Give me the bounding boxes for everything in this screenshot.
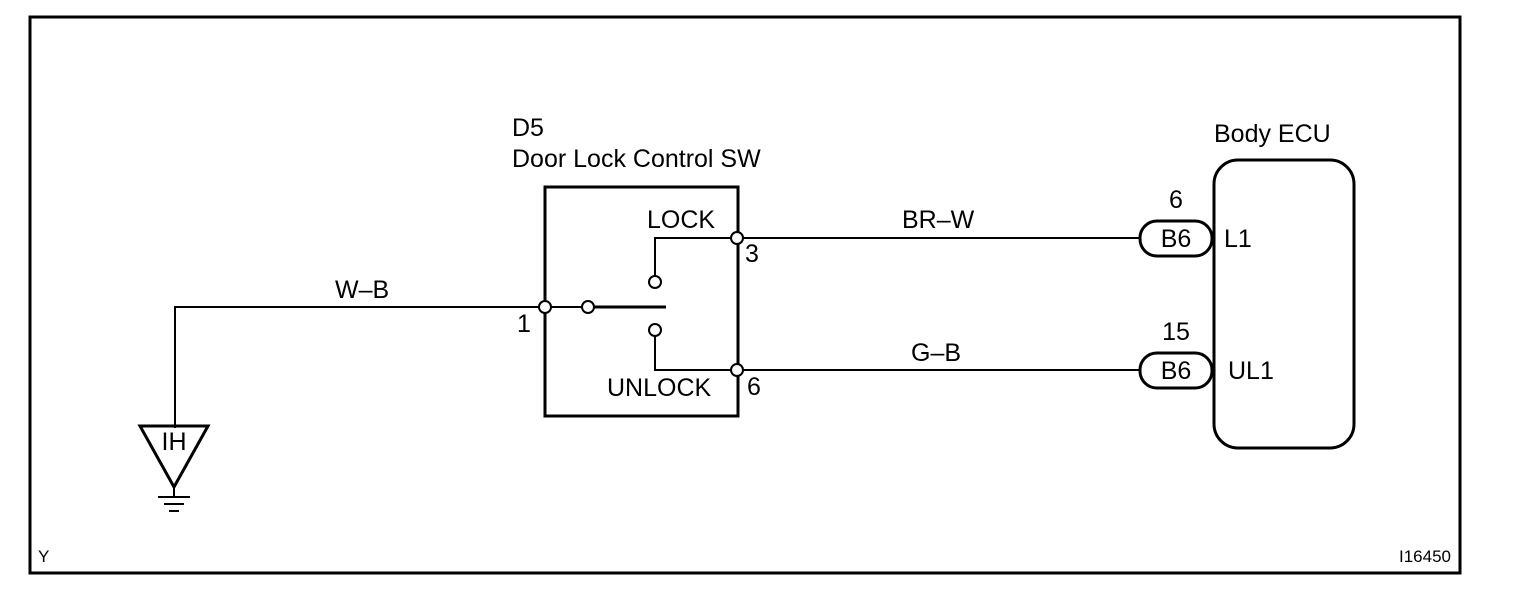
ecu-terminal-lock: L1 (1224, 225, 1252, 253)
pin-1-label: 1 (517, 310, 531, 338)
connector-b6-unlock-pin: 15 (1162, 318, 1190, 346)
wire-label-ground: W–B (335, 276, 389, 304)
connector-b6-unlock (1138, 351, 1214, 390)
switch-unlock-lead (654, 336, 737, 371)
switch-unlock-contact (648, 323, 662, 337)
switch-pivot (581, 300, 595, 314)
wire-ground (174, 306, 545, 428)
ecu-name: Body ECU (1214, 120, 1331, 148)
connector-b6-lock-pin: 6 (1169, 186, 1183, 214)
ecu-body (1212, 158, 1356, 450)
switch-lock-contact (648, 275, 662, 289)
pin-6-label: 6 (747, 373, 761, 401)
diagram-frame (28, 15, 1462, 575)
switch-code: D5 (512, 114, 544, 142)
wire-label-lock: BR–W (902, 206, 975, 234)
pin-3-terminal (730, 231, 744, 245)
pin-1-terminal (538, 300, 552, 314)
switch-name: Door Lock Control SW (512, 145, 761, 173)
switch-lock-lead (654, 237, 737, 276)
connector-b6-unlock-id: B6 (1161, 357, 1192, 385)
switch-unlock-label: UNLOCK (607, 374, 712, 402)
ground-point: IH (137, 424, 211, 512)
ecu-terminal-unlock: UL1 (1228, 357, 1274, 385)
ground-label: IH (162, 428, 187, 456)
corner-label-right: I16450 (1399, 547, 1451, 566)
switch-lock-label: LOCK (647, 206, 715, 234)
corner-label-left: Y (38, 547, 49, 566)
ground-triangle (137, 424, 211, 491)
wire-label-unlock: G–B (911, 339, 961, 367)
pin-3-label: 3 (745, 240, 759, 268)
connector-b6-lock-id: B6 (1161, 225, 1192, 253)
pin-6-terminal (730, 363, 744, 377)
connector-b6-lock (1138, 219, 1214, 258)
